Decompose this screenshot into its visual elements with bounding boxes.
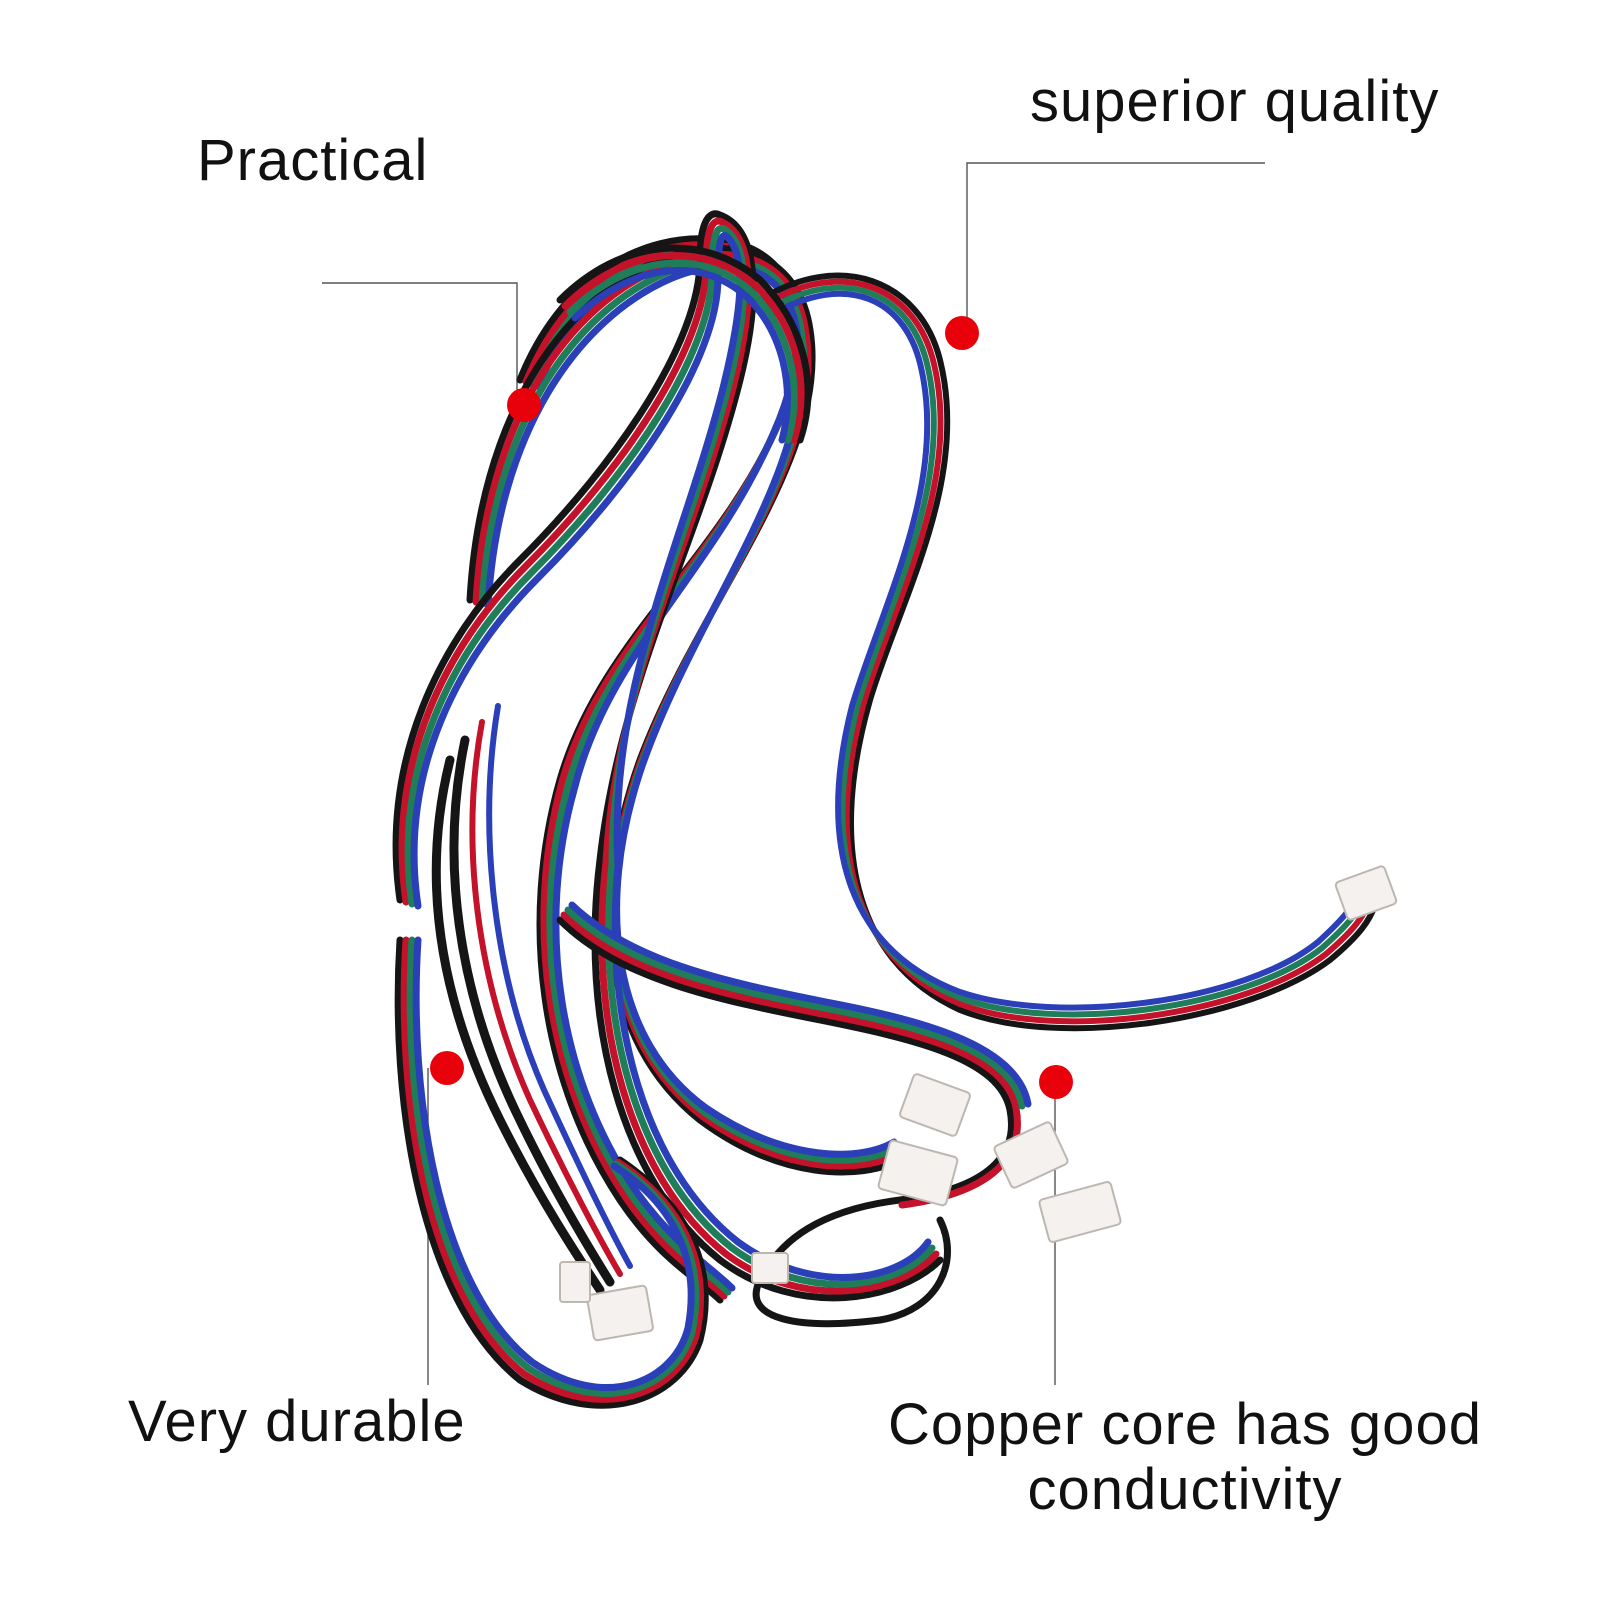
cable-long-right xyxy=(757,272,1378,1032)
callout-very-durable: Very durable xyxy=(128,1389,466,1454)
connector-7 xyxy=(751,1252,789,1284)
leader-line-superior xyxy=(966,162,1265,333)
callout-copper-line-2: conductivity xyxy=(1027,1456,1343,1522)
callout-superior-quality: superior quality xyxy=(1030,69,1440,134)
callout-markers xyxy=(430,316,1073,1099)
connector-right xyxy=(1334,865,1398,921)
cable-loop-4 xyxy=(394,936,709,1409)
connector-5 xyxy=(586,1284,654,1342)
connector-3 xyxy=(877,1139,959,1207)
callout-copper-core: Copper core has good conductivity xyxy=(860,1392,1510,1523)
marker-practical xyxy=(507,388,541,422)
connector-4 xyxy=(1038,1181,1122,1243)
connectors xyxy=(559,865,1398,1342)
callout-copper-line-1: Copper core has good xyxy=(888,1392,1482,1457)
connector-1 xyxy=(899,1073,971,1137)
marker-superior xyxy=(945,316,979,350)
connector-2 xyxy=(993,1121,1069,1189)
cable-loop-2 xyxy=(466,244,904,1176)
leader-line-practical xyxy=(322,282,518,395)
wire-bundle xyxy=(392,210,1378,1409)
marker-durable xyxy=(430,1051,464,1085)
cable-loop-top xyxy=(556,244,812,444)
connector-6 xyxy=(559,1261,591,1303)
callout-practical: Practical xyxy=(197,128,429,193)
marker-copper xyxy=(1039,1065,1073,1099)
cable-loop-7 xyxy=(431,703,633,1295)
